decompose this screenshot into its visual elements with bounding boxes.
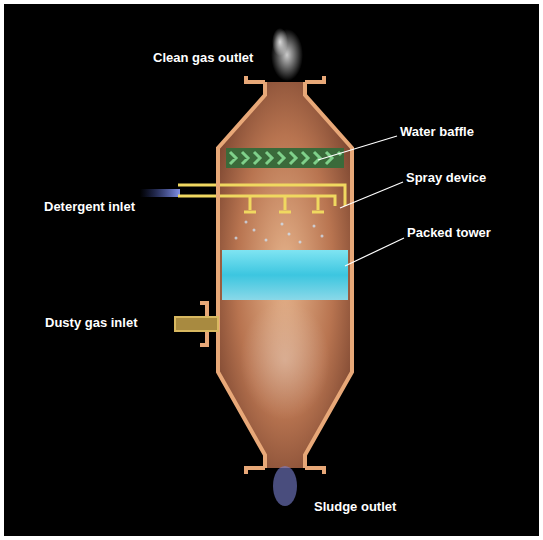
gas-mist: [240, 300, 330, 420]
vessel-body: [218, 82, 352, 468]
clean-gas-plume: [272, 28, 288, 56]
inlet-pipe: [175, 317, 218, 331]
background: [4, 4, 539, 536]
spray-drops: [235, 221, 324, 244]
inlet-label: Dusty gas inlet: [45, 315, 137, 331]
part-label: Spray device: [406, 170, 486, 186]
part-label: Water baffle: [400, 124, 474, 140]
clean-gas-plume: [271, 29, 303, 81]
vessel-wall: [218, 82, 352, 468]
outlet-label: Clean gas outlet: [153, 50, 253, 66]
spray-nozzles: [244, 196, 324, 212]
packed-bed: [222, 250, 348, 300]
inlet-label: Detergent inlet: [44, 199, 135, 215]
flanges: [246, 76, 324, 474]
detergent-flow: [140, 189, 180, 197]
spray-pipe: [178, 185, 345, 206]
sludge-flow: [273, 466, 297, 506]
leader-lines: [318, 136, 404, 266]
part-label: Packed tower: [407, 225, 491, 241]
outlet-label: Sludge outlet: [314, 499, 396, 515]
